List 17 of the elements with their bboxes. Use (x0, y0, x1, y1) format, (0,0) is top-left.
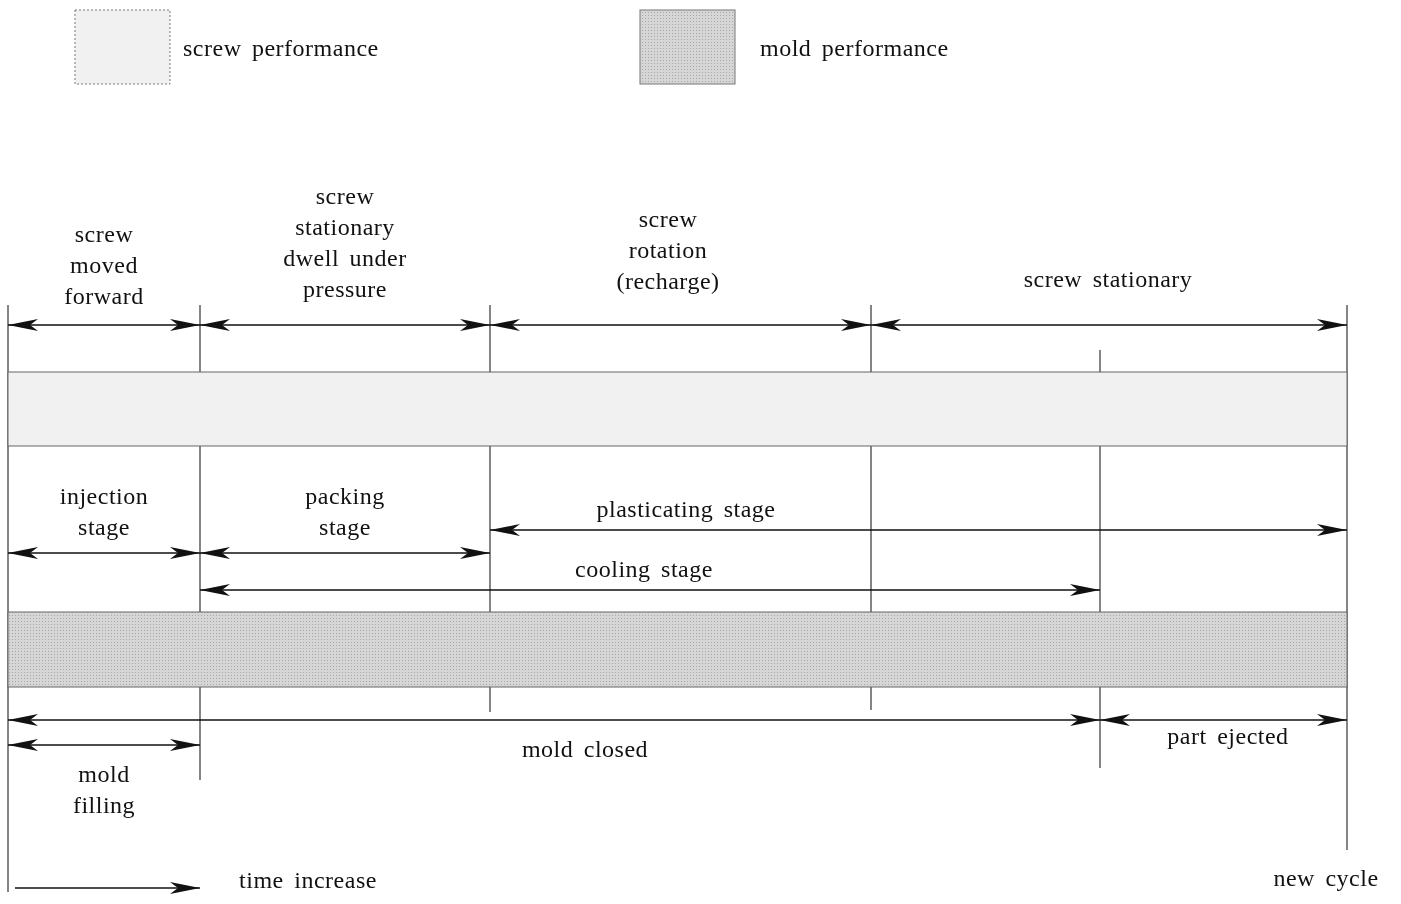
stage-label: mold closed (520, 735, 650, 764)
stage-label: plasticating stage (595, 495, 777, 524)
stage-label: packing stage (304, 482, 386, 542)
stage-label: injection stage (58, 482, 150, 542)
stage-label: part ejected (1166, 722, 1290, 751)
stage-label: screw moved forward (63, 220, 145, 311)
timeline-band (7, 371, 1348, 447)
stage-label: time increase (238, 866, 378, 895)
stage-label: screw stationary (1022, 265, 1194, 294)
stage-label: mold filling (71, 760, 137, 820)
stage-label: screw stationary dwell under pressure (282, 182, 408, 304)
timeline-band (7, 611, 1348, 688)
stage-label: screw rotation (recharge) (615, 205, 721, 296)
stage-label: new cycle (1272, 864, 1380, 893)
legend-label: screw performance (183, 34, 379, 63)
stage-label: cooling stage (574, 555, 714, 584)
legend-label: mold performance (760, 34, 949, 63)
